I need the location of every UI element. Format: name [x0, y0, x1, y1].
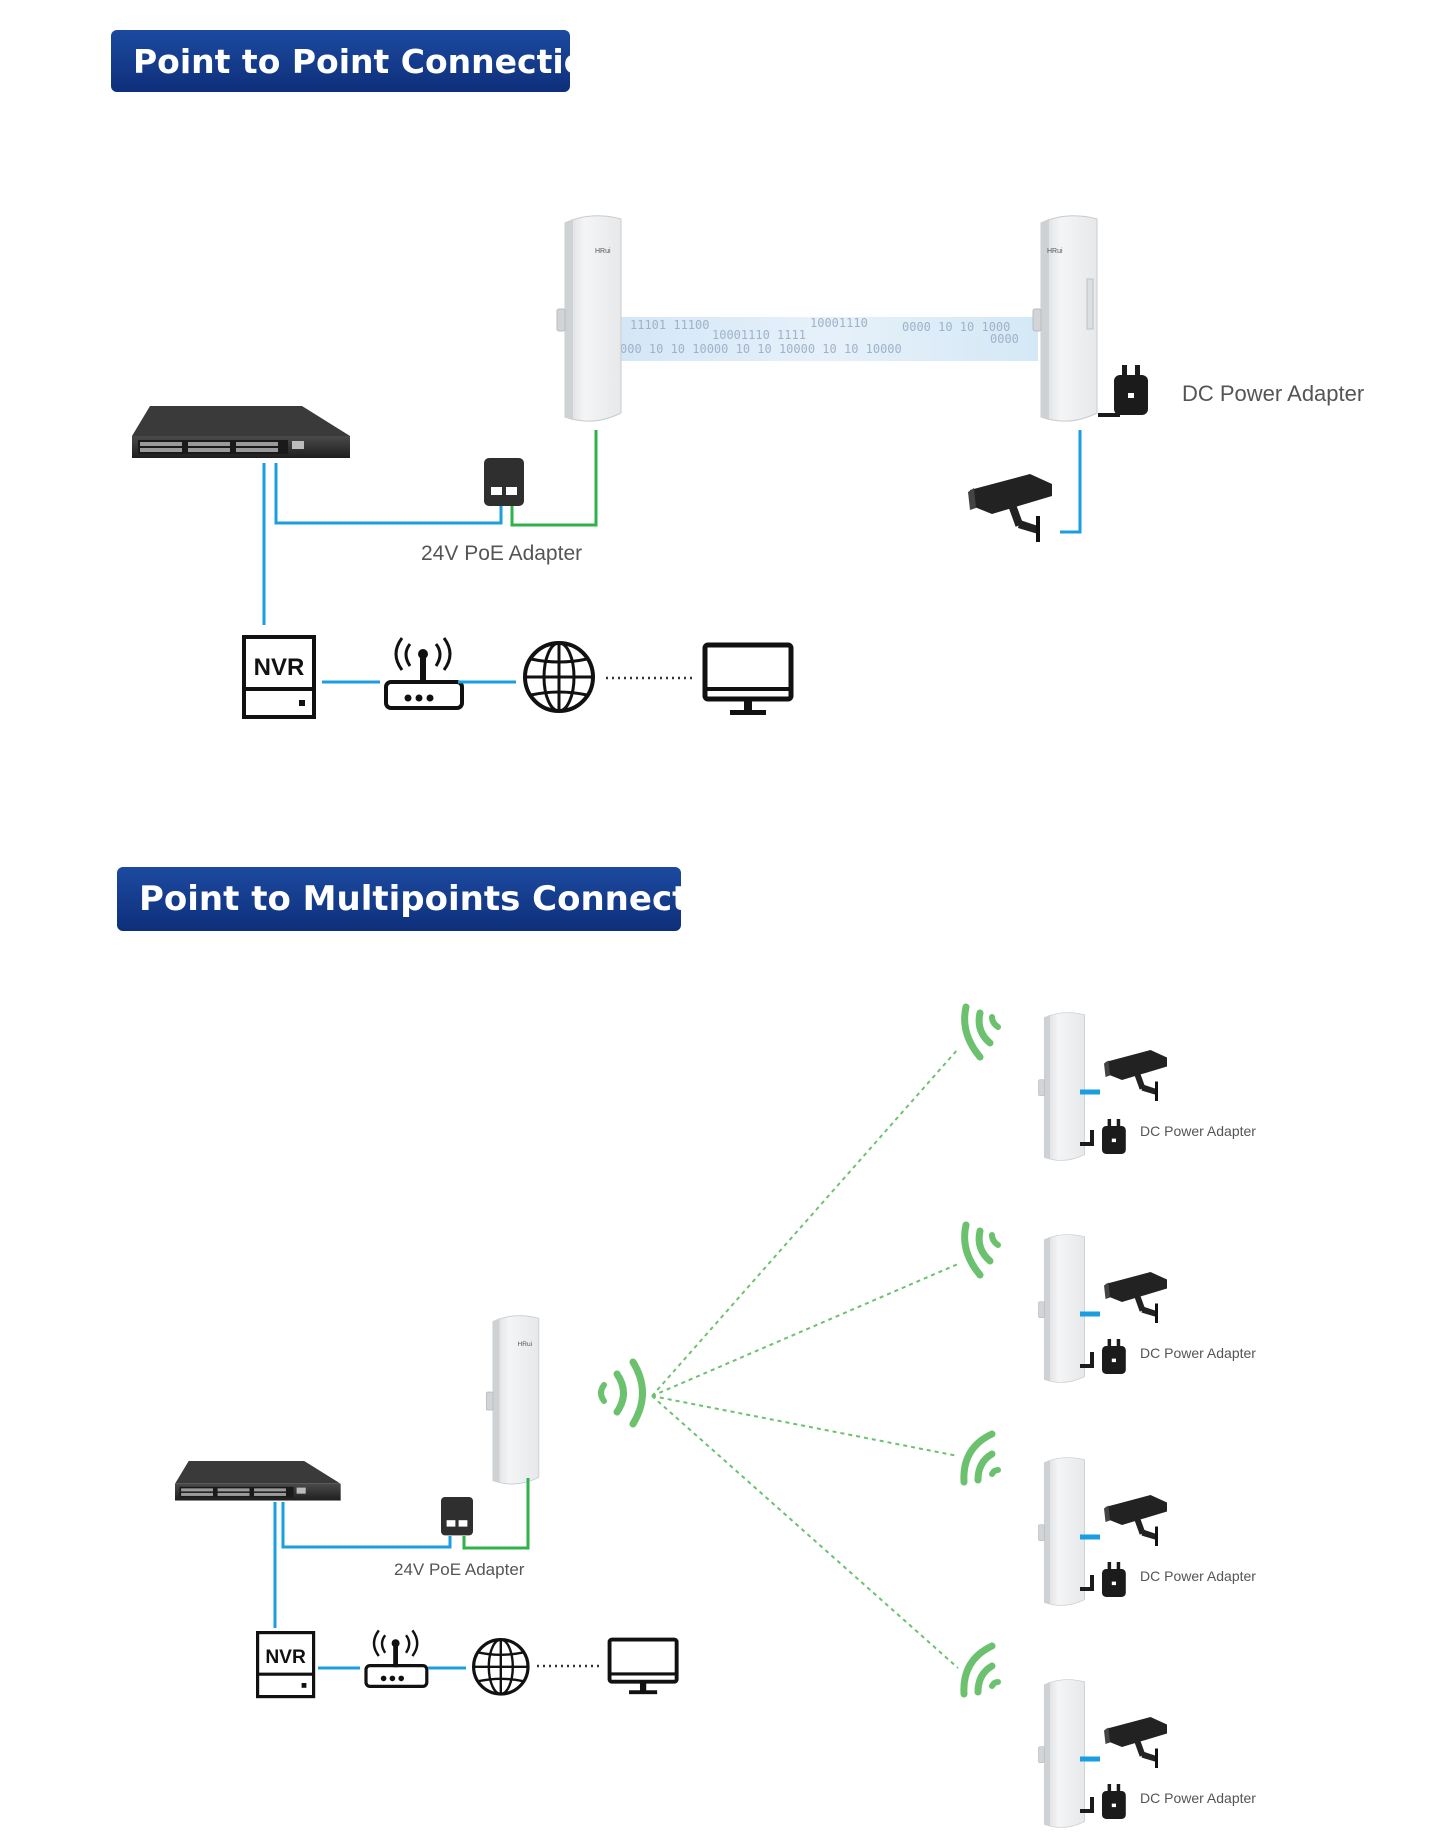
cpe-brand-label: HRui — [595, 248, 611, 255]
poe-adapter-icon — [441, 1497, 473, 1536]
nvr-label: NVR — [265, 1647, 306, 1668]
poe-adapter-label: 24V PoE Adapter — [421, 542, 582, 565]
remote-station-4: DC Power Adapter — [1038, 1679, 1256, 1828]
link-bits-row3: 000 10 10 10000 10 10 10000 10 10 10000 — [620, 342, 902, 356]
link-bits-row1c: 0000 10 10 1000 — [902, 320, 1010, 334]
link-bits-row2b: 0000 — [990, 332, 1019, 346]
wifi-receiver-icon — [961, 1003, 1001, 1061]
dc-power-adapter-label: DC Power Adapter — [1140, 1568, 1256, 1584]
ethernet-cable-switch-poe — [281, 1502, 452, 1549]
dc-power-adapter-label: DC Power Adapter — [1140, 1123, 1256, 1139]
ethernet-cable-switch-poe — [274, 463, 503, 525]
power-cable-poe-cpe — [510, 430, 598, 527]
monitor-icon — [705, 645, 791, 715]
network-switch-icon — [132, 406, 350, 458]
cpe-brand-label: HRui — [518, 1341, 533, 1348]
wifi-receiver-icon — [960, 1642, 1001, 1698]
cpe-base-station: HRui — [485, 1315, 540, 1485]
remote-station-2: DC Power Adapter — [1038, 1234, 1256, 1383]
cpe-bridge-right: HRui — [1032, 215, 1098, 422]
dc-power-adapter-label: DC Power Adapter — [1140, 1790, 1256, 1806]
wireless-link-beam — [620, 317, 1038, 361]
cctv-camera-icon — [968, 474, 1052, 542]
wireless-links — [651, 1048, 959, 1669]
ethernet-cable-camera — [1060, 430, 1082, 534]
dc-power-adapter-label: DC Power Adapter — [1140, 1345, 1256, 1361]
cpe-brand-label: HRui — [1047, 248, 1063, 255]
network-switch-icon — [175, 1461, 341, 1501]
remote-station-3: DC Power Adapter — [1038, 1457, 1256, 1606]
dc-power-plug-icon — [1114, 365, 1148, 415]
internet-globe-icon — [472, 1637, 530, 1696]
poe-adapter-label: 24V PoE Adapter — [394, 1560, 525, 1579]
section-title-point-to-multipoints: Point to Multipoints Connection — [117, 867, 748, 931]
link-bits-row1: 11101 11100 — [630, 318, 709, 332]
router-icon — [364, 1628, 429, 1689]
power-cable-poe-cpe — [462, 1478, 530, 1550]
cpe-bridge-left: HRui — [556, 215, 622, 422]
link-bits-row2: 10001110 1111 — [712, 328, 806, 342]
dc-power-adapter-label: DC Power Adapter — [1182, 381, 1364, 406]
router-icon — [384, 636, 464, 710]
poe-adapter-icon — [484, 458, 524, 506]
wifi-receiver-icon — [960, 1430, 1001, 1486]
link-bits-row1b: 10001110 — [810, 316, 868, 330]
monitor-icon — [607, 1637, 679, 1697]
wifi-receiver-icon — [961, 1221, 1001, 1279]
internet-globe-icon — [523, 641, 595, 713]
remote-station-1: DC Power Adapter — [1038, 1012, 1256, 1161]
nvr-label: NVR — [254, 654, 305, 681]
nvr-icon: NVR — [242, 635, 316, 719]
section-title-point-to-point: Point to Point Connection — [111, 30, 610, 92]
nvr-icon: NVR — [256, 1630, 316, 1699]
wifi-broadcast-icon — [598, 1358, 646, 1428]
